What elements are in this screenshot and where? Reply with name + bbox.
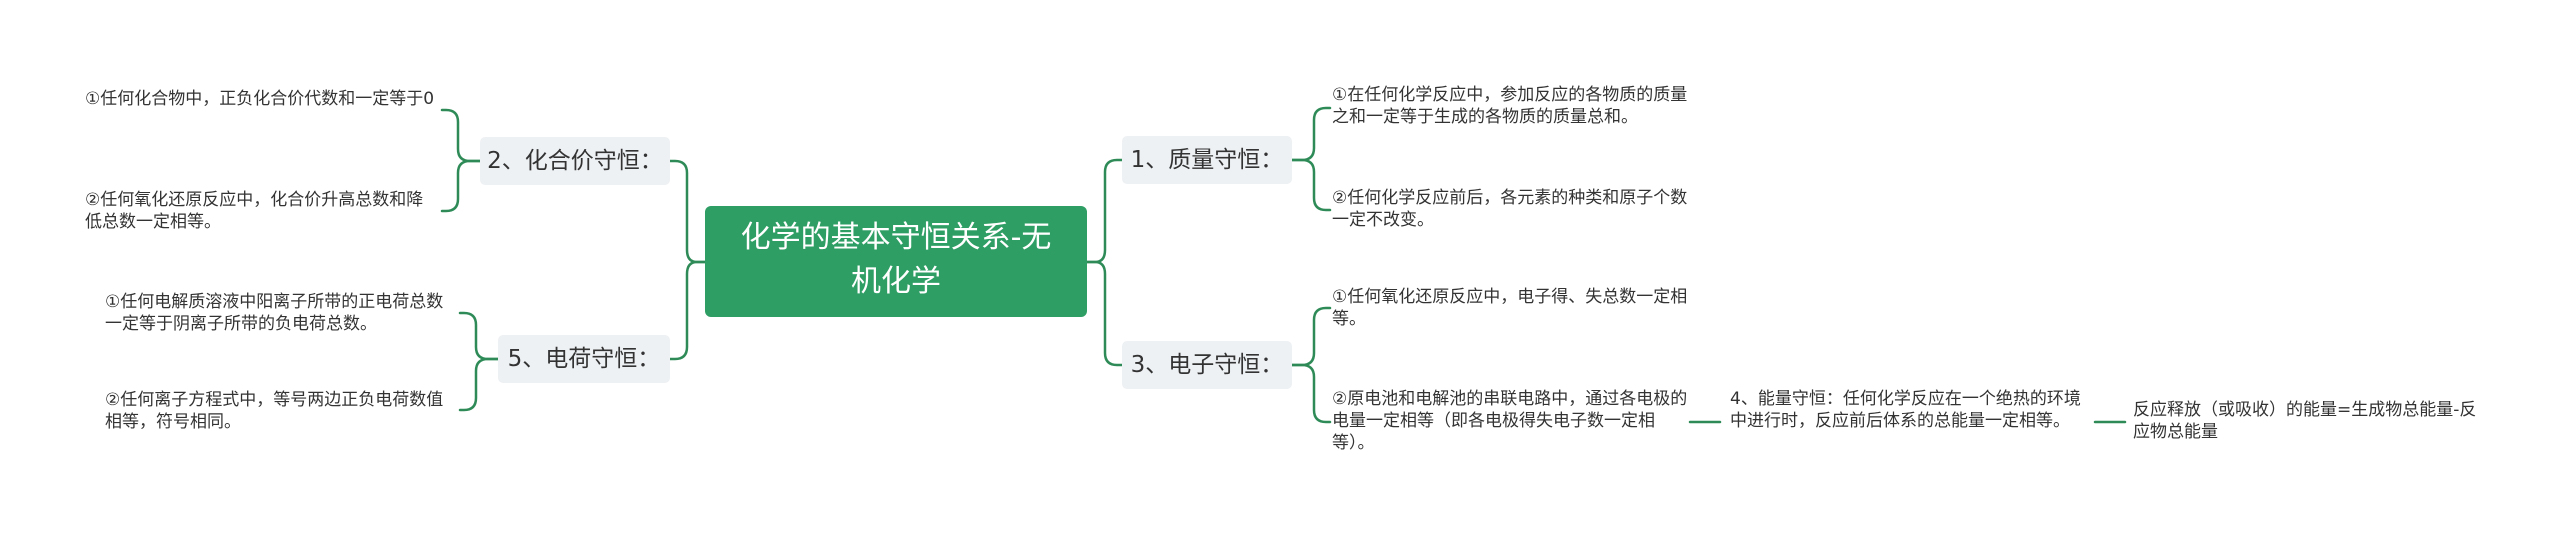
leaf-charge-2[interactable]: ②任何离子方程式中，等号两边正负电荷数值相等，符号相同。 — [105, 390, 444, 432]
leaf-energy-conservation[interactable]: 4、能量守恒：任何化学反应在一个绝热的环境中进行时，反应前后体系的总能量一定相等… — [1730, 389, 2081, 431]
link-b5-l5b — [458, 357, 500, 412]
leaf-valence-2[interactable]: ②任何氧化还原反应中，化合价升高总数和降低总数一定相等。 — [85, 190, 424, 232]
leaf-energy-release[interactable]: 反应释放（或吸收）的能量=生成物总能量-反应物总能量 — [2133, 400, 2477, 442]
branch-valence-conservation[interactable]: 2、化合价守恒： — [480, 137, 670, 185]
link-b1-l1a — [1290, 106, 1332, 162]
branch-electron-conservation[interactable]: 3、电子守恒： — [1122, 341, 1292, 389]
link-b3-l3a — [1290, 306, 1332, 367]
link-b3-l3b — [1290, 363, 1332, 424]
link-b1-l1b — [1290, 158, 1332, 212]
leaf-mass-1[interactable]: ①在任何化学反应中，参加反应的各物质的质量之和一定等于生成的各物质的质量总和。 — [1332, 85, 1688, 127]
link-b2-l2a — [440, 108, 482, 163]
link-root-b2 — [668, 159, 707, 264]
leaf-electron-2[interactable]: ②原电池和电解池的串联电路中，通过各电极的电量一定相等（即各电极得失电子数一定相… — [1332, 389, 1688, 453]
leaf-charge-1[interactable]: ①任何电解质溶液中阳离子所带的正电荷总数一定等于阴离子所带的负电荷总数。 — [105, 292, 444, 334]
branch-charge-conservation[interactable]: 5、电荷守恒： — [498, 335, 670, 383]
link-root-b5 — [668, 260, 707, 361]
leaf-electron-1[interactable]: ①任何氧化还原反应中，电子得、失总数一定相等。 — [1332, 287, 1688, 329]
leaf-valence-1[interactable]: ①任何化合物中，正负化合价代数和一定等于0 — [85, 89, 435, 109]
leaf-mass-2[interactable]: ②任何化学反应前后，各元素的种类和原子个数一定不改变。 — [1332, 188, 1688, 230]
link-root-b3 — [1085, 260, 1124, 367]
link-root-b1 — [1085, 158, 1124, 264]
branch-mass-conservation[interactable]: 1、质量守恒： — [1122, 136, 1292, 184]
link-b2-l2b — [440, 159, 482, 213]
root-topic[interactable]: 化学的基本守恒关系-无机化学 — [705, 206, 1087, 317]
link-b5-l5a — [458, 311, 500, 361]
